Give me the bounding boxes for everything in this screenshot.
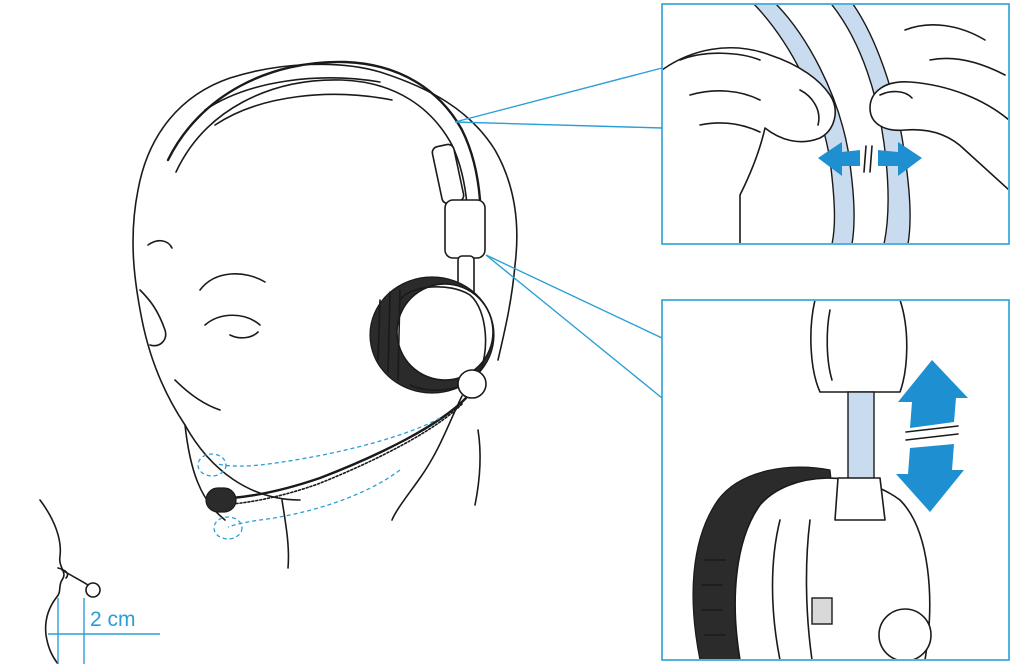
neck-line [282,500,288,568]
profile-mic-capsule [86,583,100,597]
headband-slider [431,143,465,204]
leader-bottom-2 [486,255,662,398]
inset-hinge-block [811,300,907,392]
mic-boom-lower-ghost [228,470,400,527]
inset-earcup-height [662,300,1009,661]
head-illustration [133,62,517,568]
brow-left [148,241,172,248]
eyebrow [200,274,265,290]
hinge-block [445,200,485,258]
leader-top-1 [455,68,662,122]
mic-boom-coil [232,404,462,504]
cheek-line [175,380,220,410]
mic-capsule-lower-ghost [214,517,242,539]
mic-capsule [206,488,236,512]
mic-boom [232,398,466,498]
mouth-distance-detail: 2 cm [40,500,160,664]
headband-pad [205,78,392,125]
inset-pivot [879,609,931,661]
headband-outer [168,62,480,200]
inset-headband-width [662,0,1009,244]
leader-bottom-1 [486,255,662,338]
profile-face [40,500,64,664]
ear-cushion-face [397,284,493,380]
leader-top-2 [455,122,662,128]
cable [392,396,462,520]
eye-lid [230,332,258,338]
nose [140,290,166,346]
inset-cup-button [812,598,832,624]
inset-slider-rod [848,392,874,482]
ear-cup [370,277,494,398]
distance-label: 2 cm [90,608,136,631]
eye [205,315,260,325]
inset-yoke [835,478,885,520]
neck-back-line [475,430,480,505]
mic-pivot [458,370,486,398]
